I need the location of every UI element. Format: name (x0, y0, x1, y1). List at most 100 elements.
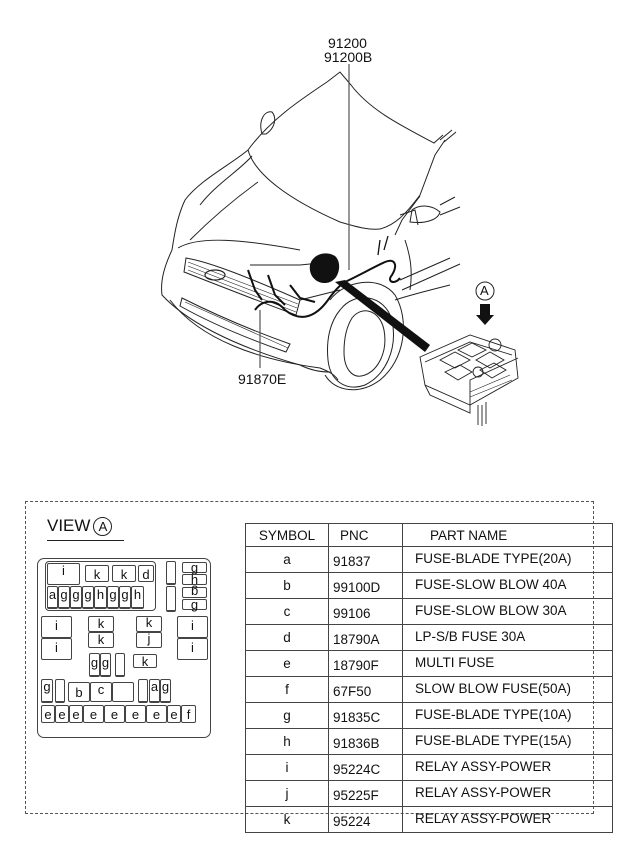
fuse-g-middle-1: g (89, 653, 100, 677)
fuse-e-1: e (41, 705, 55, 723)
fuse-d-top: d (138, 565, 154, 582)
windshield-outline (326, 71, 444, 144)
cell-pnc: 99106 (328, 598, 403, 625)
cell-symbol: h (245, 728, 329, 755)
header-pnc: PNC (328, 523, 403, 547)
callout-91870E: 91870E (238, 371, 287, 387)
cell-symbol: b (245, 572, 329, 599)
fuse-g-top-2: g (70, 586, 82, 609)
cell-pnc: 67F50 (328, 676, 403, 703)
cell-pnc: 18790F (328, 650, 403, 677)
fuse-g-top-4: g (107, 586, 119, 609)
view-marker-circle: A (93, 517, 113, 536)
cell-pnc: 91837 (328, 546, 403, 573)
wheel-arch (324, 281, 404, 391)
relay-j-center-right: j (136, 632, 162, 648)
fuse-g-right-1: g (182, 561, 207, 574)
cell-part-name: SLOW BLOW FUSE(50A) (402, 676, 613, 703)
cell-pnc: 99100D (328, 572, 403, 599)
cell-part-name: RELAY ASSY-POWER (402, 754, 613, 781)
cell-pnc: 95224 (328, 806, 403, 833)
vehicle-illustration (161, 64, 519, 426)
fuse-e-6: e (125, 705, 146, 723)
cell-part-name: FUSE-SLOW BLOW 30A (402, 598, 613, 625)
slot-lower-empty-1 (55, 679, 65, 703)
right-mirror (409, 205, 441, 223)
header-symbol: SYMBOL (245, 523, 329, 547)
relay-i-left-1: i (41, 616, 72, 638)
tire-outer (327, 297, 394, 388)
fuse-g-lower-left: g (41, 679, 53, 703)
leader-band (335, 280, 430, 352)
relay-k-top-2: k (112, 565, 136, 582)
cell-symbol: f (245, 676, 329, 703)
cell-symbol: e (245, 650, 329, 677)
vertical-slot-2 (166, 586, 176, 612)
fuse-e-7: e (146, 705, 167, 723)
cell-pnc: 95225F (328, 780, 403, 807)
fuse-e-2: e (55, 705, 69, 723)
cell-part-name: FUSE-BLADE TYPE(10A) (402, 702, 613, 729)
cell-symbol: a (245, 546, 329, 573)
fuse-g-top-1: g (58, 586, 70, 609)
view-title-text: VIEW (47, 516, 91, 535)
fuse-g-right-2-label: g (190, 585, 199, 600)
cell-part-name: FUSE-SLOW BLOW 40A (402, 572, 613, 599)
cell-part-name: LP-S/B FUSE 30A (402, 624, 613, 651)
fuse-g-middle-2: g (100, 653, 111, 677)
fuse-g-lower-right: g (160, 679, 171, 703)
cell-part-name: FUSE-BLADE TYPE(20A) (402, 546, 613, 573)
fuse-h-top-2: h (131, 586, 144, 609)
fuse-h-right: h (182, 573, 207, 586)
kia-logo (204, 269, 226, 281)
fuse-a-lower: a (149, 679, 160, 703)
cell-pnc: 95224C (328, 754, 403, 781)
slot-middle-empty (115, 653, 125, 677)
cell-pnc: 18790A (328, 624, 403, 651)
engine-room-box-sketch (419, 334, 519, 426)
slot-lower-empty-2 (112, 682, 134, 702)
fuse-g-right-3: g (182, 598, 207, 611)
relay-i-right-1: i (177, 616, 208, 638)
fuse-g-top-5: g (119, 586, 131, 609)
cell-symbol: g (245, 702, 329, 729)
cell-part-name: FUSE-BLADE TYPE(15A) (402, 728, 613, 755)
cell-symbol: j (245, 780, 329, 807)
cell-symbol: d (245, 624, 329, 651)
table-header-row: SYMBOL PNC PART NAME (245, 523, 613, 547)
fuse-e-4: e (83, 705, 104, 723)
relay-k-center-2: k (88, 632, 114, 648)
fuse-box-layout: i k k d a g g g h g g h g h g g i i k k … (37, 558, 211, 738)
grille (183, 257, 301, 316)
relay-i-right-2: i (177, 638, 208, 660)
fuse-e-5: e (104, 705, 125, 723)
fuse-g-top-3: g (82, 586, 94, 609)
fuse-g-right-2: g (182, 585, 207, 600)
fuse-e-8: e (167, 705, 181, 723)
cell-part-name: MULTI FUSE (402, 650, 613, 677)
header-part-name: PART NAME (402, 523, 613, 547)
cell-pnc: 91835C (328, 702, 403, 729)
cell-symbol: k (245, 806, 329, 833)
fuse-e-3: e (69, 705, 83, 723)
relay-i-left-2: i (41, 638, 72, 660)
relay-k-center-right: k (136, 616, 162, 632)
vertical-slot-1 (166, 561, 176, 585)
relay-k-top-1: k (85, 565, 109, 582)
view-a-circle (475, 281, 495, 301)
fuse-a-top: a (47, 586, 58, 609)
fuse-c: c (90, 682, 112, 702)
relay-k-center-1: k (88, 616, 114, 632)
